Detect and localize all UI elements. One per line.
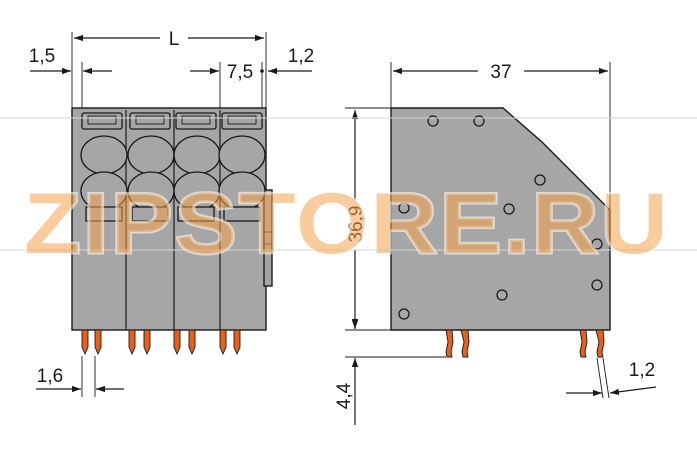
watermark-text: ZIPSTORE.RU [24,176,670,272]
dim-width: 37 [390,62,611,210]
dim-pitch-label: 7,5 [227,62,253,83]
dim-pin-width: 1,6 [36,356,124,397]
dim-pitch: 7,5 [190,62,264,108]
module-4 [218,112,266,222]
module-3 [173,112,221,222]
dim-height-label: 36,9 [346,206,367,243]
module-1 [80,112,128,222]
dim-width-label: 37 [490,62,511,83]
dim-pin-length: 4,4 [334,318,446,425]
dim-left-offset: 1,5 [29,46,112,108]
front-pins [81,329,241,356]
dim-pin-width-label: 1,6 [37,366,63,387]
dim-pin-offset-label: 1,2 [629,360,655,381]
module-separators [125,110,221,330]
dim-pin-offset: 1,2 [566,357,657,399]
side-pins [445,329,605,358]
dim-length-label: L [169,29,180,50]
dim-left-offset-label: 1,5 [29,46,55,67]
module-2 [127,112,175,222]
front-view: L 1,5 7,5 1,2 1,6 [29,29,314,397]
dim-right-offset: 1,2 [268,46,314,75]
side-view: 37 36,9 4,4 1,2 [334,62,657,425]
side-latch [263,189,273,287]
watermark: ZIPSTORE.RU [0,117,697,274]
dim-height: 36,9 [345,107,391,331]
dim-length: L [71,29,267,108]
side-holes [398,115,603,320]
dim-right-offset-label: 1,2 [288,46,314,67]
dim-pin-length-label: 4,4 [334,382,355,409]
